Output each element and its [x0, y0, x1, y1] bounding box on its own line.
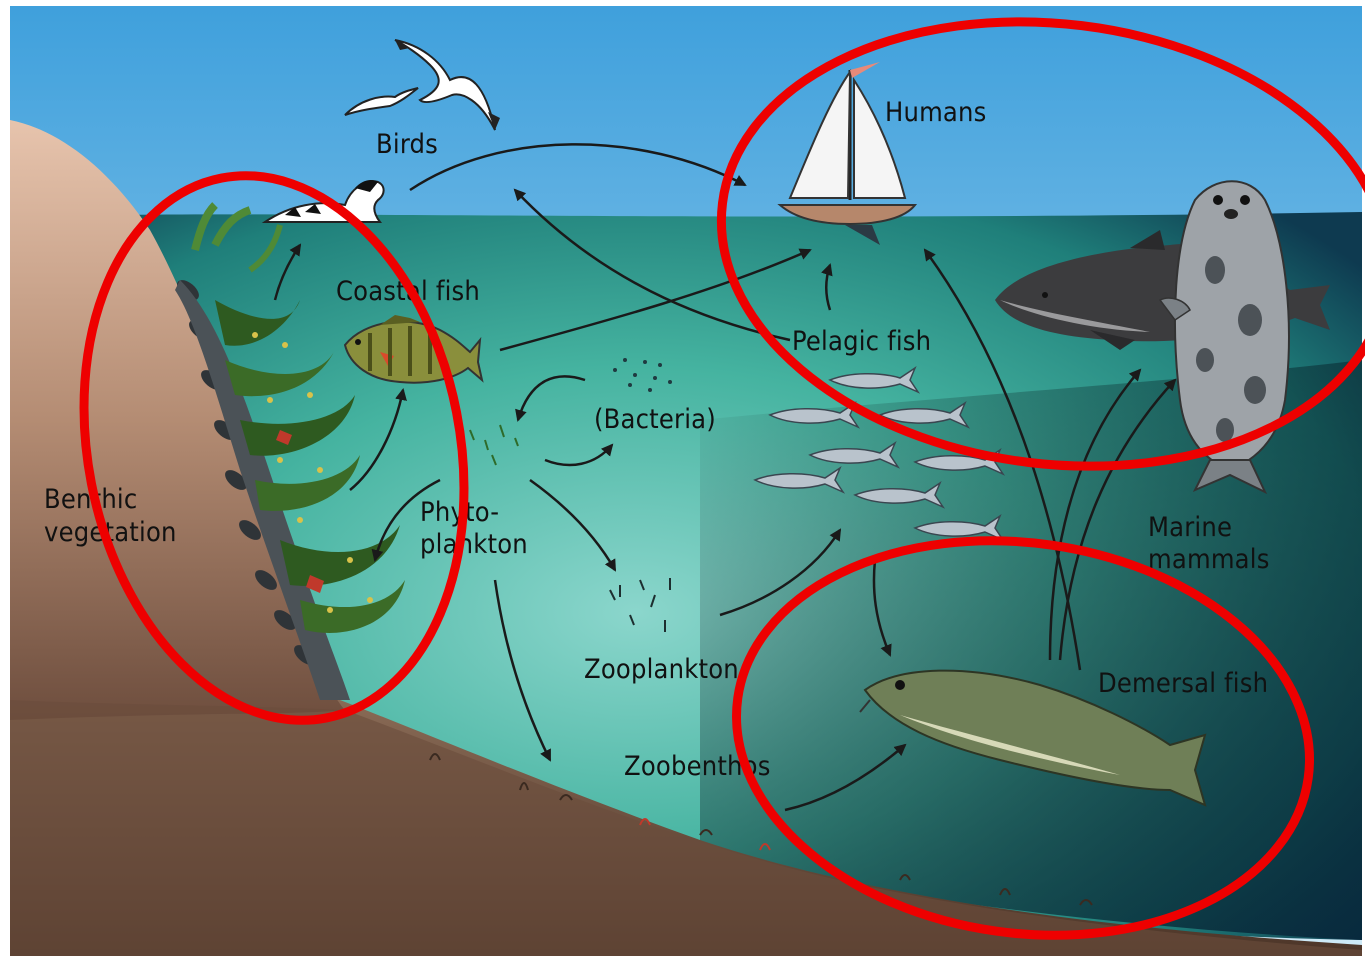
label-marine-line1: Marine [1148, 512, 1232, 543]
label-humans: Humans [885, 97, 986, 128]
label-zooplankton: Zooplankton [584, 654, 739, 685]
label-pelagic-fish: Pelagic fish [792, 326, 931, 357]
label-demersal-fish: Demersal fish [1098, 668, 1268, 699]
label-marine-line2: mammals [1148, 544, 1270, 575]
label-bacteria: (Bacteria) [594, 404, 716, 435]
label-birds: Birds [376, 129, 438, 160]
label-phyto-line2: plankton [420, 529, 528, 560]
